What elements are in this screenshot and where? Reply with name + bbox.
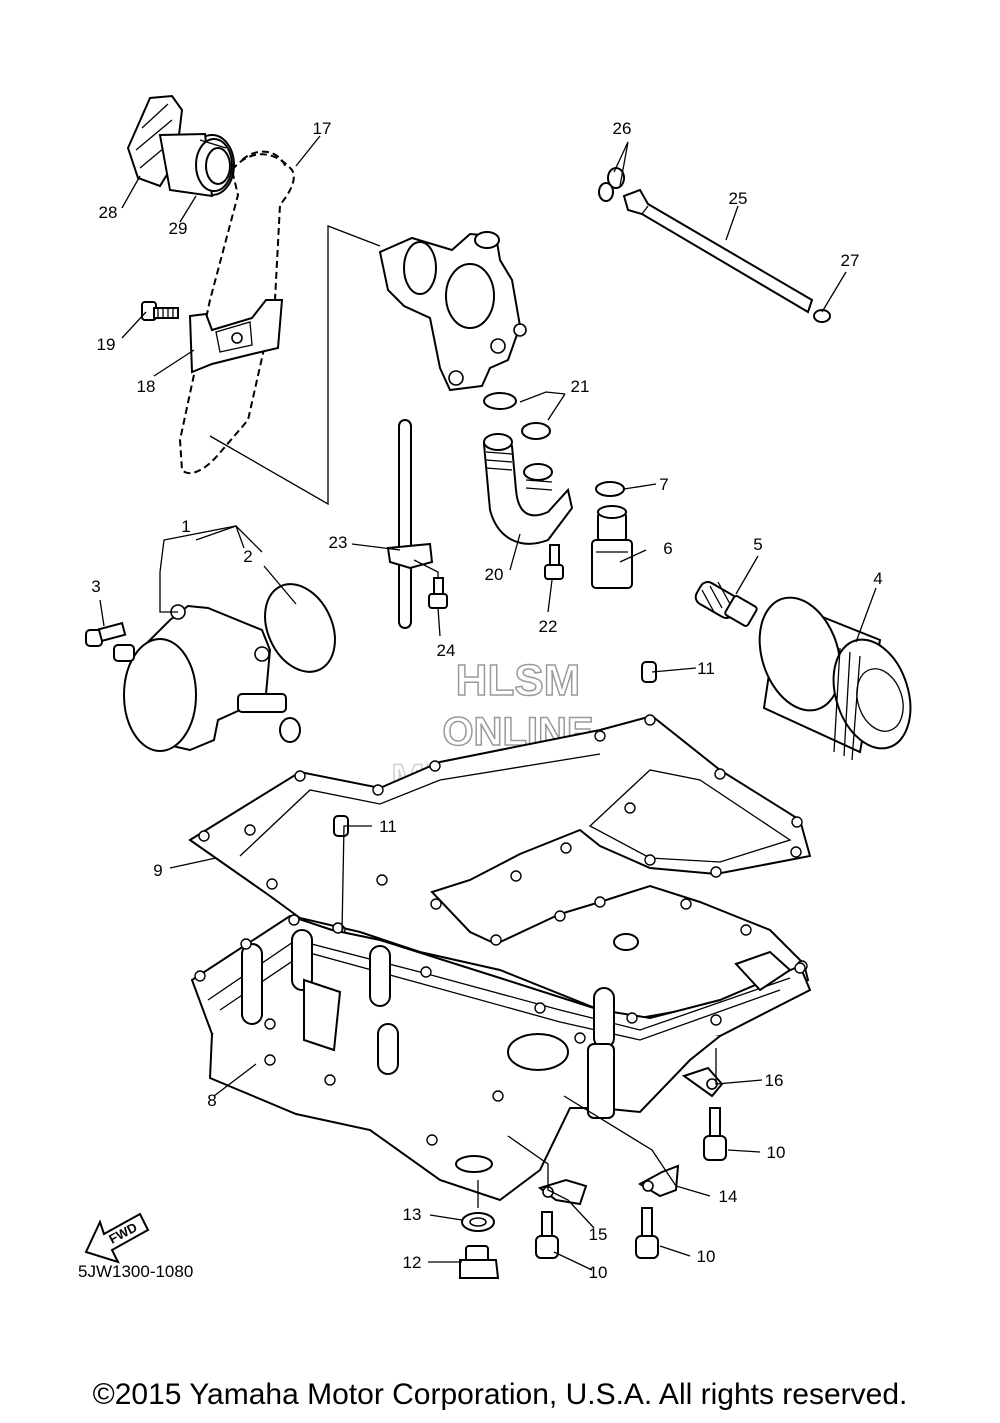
relief-valve-o-ring bbox=[595, 481, 625, 497]
chain-guide bbox=[188, 299, 284, 374]
callout-6: 6 bbox=[663, 539, 672, 558]
callout-20: 20 bbox=[485, 565, 504, 584]
o-ring-b bbox=[521, 422, 551, 440]
callout-13: 13 bbox=[403, 1205, 422, 1224]
oil-filter bbox=[758, 596, 912, 761]
bolt-right bbox=[703, 1107, 727, 1161]
callout-7: 7 bbox=[659, 475, 668, 494]
callout-4: 4 bbox=[873, 569, 882, 588]
bolt-center bbox=[535, 1211, 559, 1259]
o-ring-a bbox=[483, 392, 517, 410]
callout-21: 21 bbox=[571, 377, 590, 396]
callout-1: 1 bbox=[181, 517, 190, 536]
callout-10c: 10 bbox=[697, 1247, 716, 1266]
callout-16: 16 bbox=[765, 1071, 784, 1090]
oil-pan-gasket bbox=[188, 714, 812, 1020]
shaft-clip bbox=[813, 309, 831, 323]
oil-cooler bbox=[113, 604, 301, 752]
callout-19: 19 bbox=[97, 335, 116, 354]
callout-3: 3 bbox=[91, 577, 100, 596]
relief-valve bbox=[591, 505, 633, 589]
callout-labels: 1 2 3 4 5 6 7 8 9 10 10 10 11 11 12 13 1… bbox=[91, 119, 882, 1282]
oil-pan-clamp bbox=[637, 1164, 680, 1198]
oil-pump-shaft bbox=[622, 188, 814, 314]
callout-9: 9 bbox=[153, 861, 162, 880]
callout-29: 29 bbox=[169, 219, 188, 238]
oil-delivery-pipe bbox=[482, 433, 574, 545]
shaft-washer-b bbox=[598, 182, 614, 202]
callout-2: 2 bbox=[243, 547, 252, 566]
oil-pan bbox=[190, 914, 812, 1202]
callout-26: 26 bbox=[613, 119, 632, 138]
callout-5: 5 bbox=[753, 535, 762, 554]
drain-plug-gasket-hole bbox=[469, 1217, 487, 1227]
pipe-bolt bbox=[544, 544, 564, 580]
callout-22: 22 bbox=[539, 617, 558, 636]
oil-filter-union-bolt bbox=[694, 581, 758, 627]
callout-15: 15 bbox=[589, 1225, 608, 1244]
callout-11a: 11 bbox=[697, 659, 715, 678]
oil-cooler-bolt bbox=[85, 621, 127, 647]
copyright-notice: ©2015 Yamaha Motor Corporation, U.S.A. A… bbox=[92, 1378, 908, 1411]
leader-lines bbox=[99, 135, 877, 1271]
callout-10a: 10 bbox=[767, 1143, 786, 1162]
callout-25: 25 bbox=[729, 189, 748, 208]
callout-8: 8 bbox=[207, 1091, 216, 1110]
callout-28: 28 bbox=[99, 203, 118, 222]
callout-10b: 10 bbox=[589, 1263, 608, 1282]
callout-14: 14 bbox=[719, 1187, 738, 1206]
callout-18: 18 bbox=[137, 377, 156, 396]
callout-23: 23 bbox=[329, 533, 348, 552]
chain-guide-bolt bbox=[141, 301, 179, 321]
callout-17: 17 bbox=[313, 119, 332, 138]
watermark-line-1: HLSM bbox=[456, 656, 581, 705]
hose-guide bbox=[537, 1178, 588, 1206]
callout-12: 12 bbox=[403, 1253, 422, 1272]
drain-plug bbox=[459, 1245, 500, 1279]
callout-27: 27 bbox=[841, 251, 860, 270]
oil-pump-drive-sprocket bbox=[126, 94, 235, 198]
callout-24: 24 bbox=[437, 641, 456, 660]
strainer-bolt bbox=[428, 577, 448, 609]
oil-pump-assembly bbox=[378, 231, 527, 392]
bolt-lower-right bbox=[635, 1207, 659, 1259]
oil-pump-drive-chain bbox=[178, 150, 295, 475]
callout-11b: 11 bbox=[379, 817, 397, 836]
fwd-arrow-icon: FWD bbox=[84, 1212, 150, 1264]
diagram-reference-code: 5JW1300-1080 bbox=[78, 1262, 194, 1281]
